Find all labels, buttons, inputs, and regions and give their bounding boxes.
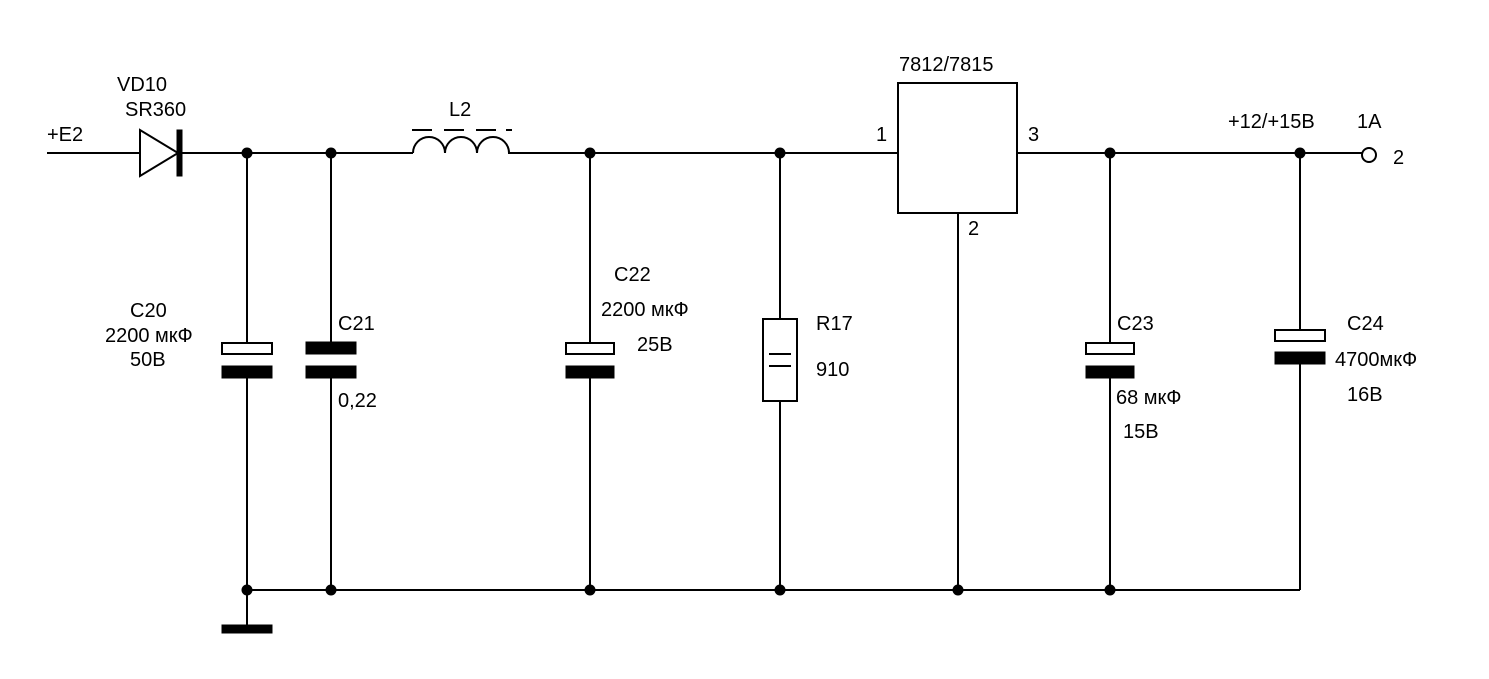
capacitor-c22	[565, 153, 615, 590]
c20-plus-plate	[221, 342, 273, 355]
capacitor-c23	[1085, 153, 1135, 590]
output-pin-label: 2	[1393, 147, 1404, 169]
input-label: +E2	[47, 124, 83, 146]
output-terminal	[1361, 147, 1377, 163]
c21-value-label: 0,22	[338, 390, 377, 412]
c24-voltage-label: 16В	[1347, 384, 1383, 406]
c20-value-label: 2200 мкФ	[105, 325, 193, 347]
c23-value-label: 68 мкФ	[1116, 387, 1182, 409]
junction-dots	[241, 147, 1306, 596]
junction-dot	[241, 584, 253, 596]
c21-ref-label: C21	[338, 313, 375, 335]
c22-minus-plate	[565, 365, 615, 379]
capacitor-c20	[221, 153, 273, 590]
output-current-label: 1A	[1357, 111, 1382, 133]
junction-dot	[774, 147, 786, 159]
junction-dot	[1294, 147, 1306, 159]
r17-body	[762, 318, 798, 402]
junction-dot	[325, 147, 337, 159]
voltage-regulator	[897, 82, 1018, 590]
c22-plus-plate	[565, 342, 615, 355]
inductor-ref-label: L2	[449, 99, 471, 121]
c20-minus-plate	[221, 365, 273, 379]
c21-plate-top	[305, 341, 357, 355]
junction-dot	[774, 584, 786, 596]
regulator-pin1-label: 1	[876, 124, 887, 146]
c24-plus-plate	[1274, 329, 1326, 342]
inductor-coil	[412, 136, 510, 154]
capacitor-c24	[1274, 153, 1326, 590]
junction-dot	[1104, 584, 1116, 596]
c22-value-label: 2200 мкФ	[601, 299, 689, 321]
output-voltage-label: +12/+15В	[1228, 111, 1315, 133]
junction-dot	[584, 147, 596, 159]
c21-plate-bottom	[305, 365, 357, 379]
c22-ref-label: C22	[614, 264, 651, 286]
c24-value-label: 4700мкФ	[1335, 349, 1417, 371]
junction-dot	[1104, 147, 1116, 159]
regulator-pin2-label: 2	[968, 218, 979, 240]
junction-dot	[952, 584, 964, 596]
junction-dot	[584, 584, 596, 596]
c23-ref-label: C23	[1117, 313, 1154, 335]
r17-value-label: 910	[816, 359, 849, 381]
c22-voltage-label: 25В	[637, 334, 673, 356]
c24-ref-label: C24	[1347, 313, 1384, 335]
capacitor-c21	[305, 153, 357, 590]
diode-part-label: SR360	[125, 99, 186, 121]
resistor-r17	[762, 153, 798, 590]
c23-minus-plate	[1085, 365, 1135, 379]
junction-dot	[325, 584, 337, 596]
ground-symbol	[221, 624, 273, 634]
regulator-body	[897, 82, 1018, 214]
c23-voltage-label: 15В	[1123, 421, 1159, 443]
c20-voltage-label: 50В	[130, 349, 166, 371]
c20-ref-label: C20	[130, 300, 167, 322]
diode-vd10	[139, 128, 183, 178]
junction-dot	[241, 147, 253, 159]
c24-minus-plate	[1274, 351, 1326, 365]
r17-ref-label: R17	[816, 313, 853, 335]
diode-triangle	[139, 128, 180, 178]
diode-ref-label: VD10	[117, 74, 167, 96]
regulator-pin3-label: 3	[1028, 124, 1039, 146]
c23-plus-plate	[1085, 342, 1135, 355]
inductor-l2	[412, 129, 512, 154]
regulator-part-label: 7812/7815	[899, 54, 994, 76]
diode-cathode-bar	[176, 129, 183, 177]
